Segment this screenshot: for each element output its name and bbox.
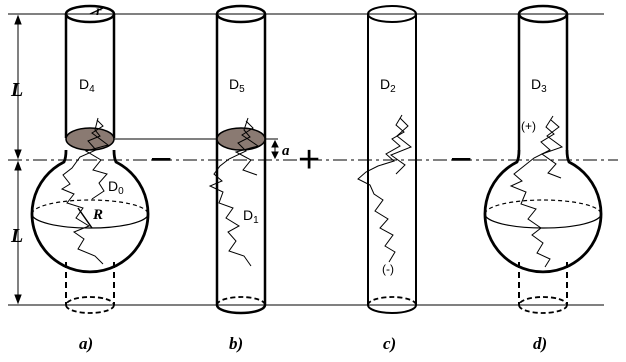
tube-b-bottom-back <box>216 296 266 306</box>
panel-c <box>357 5 417 314</box>
tube-radius-label: r <box>96 4 102 19</box>
panel-b <box>208 4 267 315</box>
inner-domain-label-a: D0 <box>108 178 124 197</box>
tube-c-bottom-front <box>367 304 417 314</box>
offset-a-arrowhead-top <box>271 139 279 148</box>
lower-length-label: L <box>10 225 23 247</box>
dimension-arrows <box>14 14 279 305</box>
sign-label-c: (-) <box>382 262 394 276</box>
absorbing-disk-b <box>216 127 266 151</box>
caption-a: a) <box>79 334 93 353</box>
minus-operator-2: − <box>450 139 472 181</box>
offset-a-arrowhead-bottom <box>271 151 279 160</box>
caption-d: d) <box>533 334 547 353</box>
sphere-d-equator-back <box>484 199 602 215</box>
tube-d-bottom-opening <box>518 296 568 314</box>
sphere-d-equator-front <box>484 213 602 229</box>
random-walk-b-2 <box>234 120 260 176</box>
caption-b: b) <box>229 334 243 353</box>
tube-a-bottom-opening <box>65 296 115 314</box>
tube-radius-line <box>89 7 104 15</box>
sphere-a-equator-front <box>31 213 149 229</box>
panel-a <box>30 4 150 314</box>
random-walk-d-2 <box>540 119 564 179</box>
random-walk-a-2 <box>84 119 110 200</box>
lower-L-arrowhead-top <box>14 160 22 171</box>
sphere-radius-line <box>77 207 93 229</box>
caption-c: c) <box>383 334 396 353</box>
upper-length-label: L <box>10 79 23 101</box>
absorbing-disk-a <box>65 127 115 151</box>
random-walk-c <box>357 114 405 263</box>
domain-label-b: D5 <box>229 76 245 95</box>
random-walk-a <box>60 117 104 265</box>
plus-operator: + <box>298 139 320 181</box>
sphere-a-outline <box>30 149 150 274</box>
lower-L-arrowhead-bottom <box>14 294 22 305</box>
random-walk-c-2 <box>389 117 412 175</box>
offset-label: a <box>282 143 290 159</box>
sphere-d-outline <box>483 149 603 274</box>
panel-d <box>483 4 603 314</box>
upper-L-arrowhead-bottom <box>14 149 22 160</box>
inner-domain-label-b: D1 <box>243 207 259 226</box>
random-walk-b <box>208 117 252 267</box>
random-walk-d <box>509 115 555 268</box>
sign-label-d: (+) <box>521 119 536 133</box>
upper-L-arrowhead-top <box>14 14 22 25</box>
domain-label-a: D4 <box>79 76 95 95</box>
domain-label-d: D3 <box>531 76 547 95</box>
tube-c-bottom-back <box>367 296 417 306</box>
minus-operator-1: − <box>150 139 172 181</box>
sphere-radius-label: R <box>92 207 103 223</box>
domain-label-c: D2 <box>380 76 396 95</box>
tube-b-bottom-front <box>215 304 267 315</box>
sphere-a-equator-back <box>31 199 149 215</box>
